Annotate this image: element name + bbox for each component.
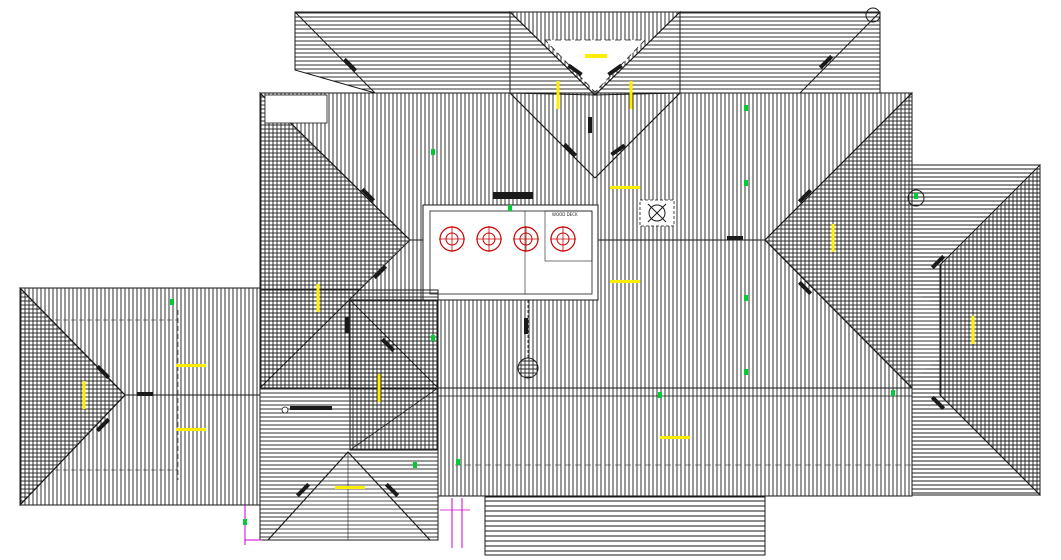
gutter-mark bbox=[930, 254, 946, 270]
slope-arrow bbox=[176, 364, 206, 367]
slope-arrow bbox=[585, 54, 607, 58]
gutter-mark bbox=[295, 482, 311, 498]
gutter-mark bbox=[797, 280, 813, 296]
fixture-2 bbox=[476, 226, 502, 252]
courtyard: WOOD DECK bbox=[422, 192, 675, 379]
slope-arrows bbox=[82, 54, 975, 489]
slope-arrow bbox=[316, 284, 320, 312]
gutter-mark bbox=[607, 63, 623, 77]
slope-arrow bbox=[335, 486, 365, 489]
point-marker bbox=[744, 105, 748, 111]
slope-arrow bbox=[82, 381, 86, 409]
slope-arrow bbox=[610, 186, 640, 189]
gutter-marks bbox=[95, 54, 946, 498]
point-marker bbox=[914, 193, 918, 199]
point-marker bbox=[658, 392, 662, 398]
slope-arrow bbox=[610, 280, 640, 283]
gutter-mark bbox=[524, 318, 528, 334]
gutter-mark bbox=[610, 143, 626, 157]
gutter-mark bbox=[380, 337, 396, 353]
gutter-mark bbox=[384, 482, 400, 498]
south-main-roof bbox=[437, 387, 913, 497]
gutter-mark bbox=[360, 187, 376, 203]
north-wing-roof bbox=[294, 7, 881, 96]
gutter-mark bbox=[567, 63, 583, 77]
gutter-mark bbox=[727, 236, 743, 240]
fixture-3 bbox=[513, 226, 539, 252]
east-wing-roof bbox=[907, 163, 1041, 497]
gutter-mark bbox=[95, 417, 111, 433]
point-marker bbox=[744, 295, 748, 301]
fixture-group bbox=[439, 226, 576, 252]
north-corner-marker bbox=[865, 7, 881, 23]
point-marker bbox=[431, 149, 435, 155]
slope-arrow bbox=[629, 81, 633, 109]
slope-arrow bbox=[660, 436, 690, 439]
gutter-mark bbox=[588, 117, 592, 133]
slope-arrow bbox=[377, 374, 381, 402]
point-markers bbox=[170, 105, 918, 525]
gutter-mark bbox=[342, 57, 358, 73]
gutter-mark bbox=[95, 364, 111, 380]
slope-arrow bbox=[176, 428, 206, 431]
point-marker bbox=[413, 462, 417, 468]
point-marker bbox=[243, 519, 247, 525]
fixture-4 bbox=[550, 226, 576, 252]
point-marker bbox=[456, 459, 460, 465]
gutter-mark bbox=[562, 142, 578, 158]
fixture-1 bbox=[439, 226, 465, 252]
point-marker bbox=[170, 299, 174, 305]
slope-arrow bbox=[971, 316, 975, 344]
west-wing-roof bbox=[19, 286, 261, 507]
point-marker bbox=[744, 180, 748, 186]
gutter-mark bbox=[345, 317, 349, 333]
entrance-steps bbox=[484, 496, 766, 556]
point-marker bbox=[744, 369, 748, 375]
gutter-mark bbox=[818, 54, 834, 70]
gutter-mark bbox=[930, 395, 946, 411]
slope-arrow bbox=[831, 224, 835, 252]
gutter-mark bbox=[137, 392, 153, 396]
slope-arrow bbox=[556, 81, 560, 109]
deck-label: WOOD DECK bbox=[552, 212, 578, 217]
point-marker bbox=[431, 335, 435, 341]
point-marker bbox=[891, 390, 895, 396]
point-marker bbox=[508, 205, 512, 211]
gutter-mark bbox=[372, 264, 388, 280]
gutter-mark bbox=[797, 188, 813, 204]
